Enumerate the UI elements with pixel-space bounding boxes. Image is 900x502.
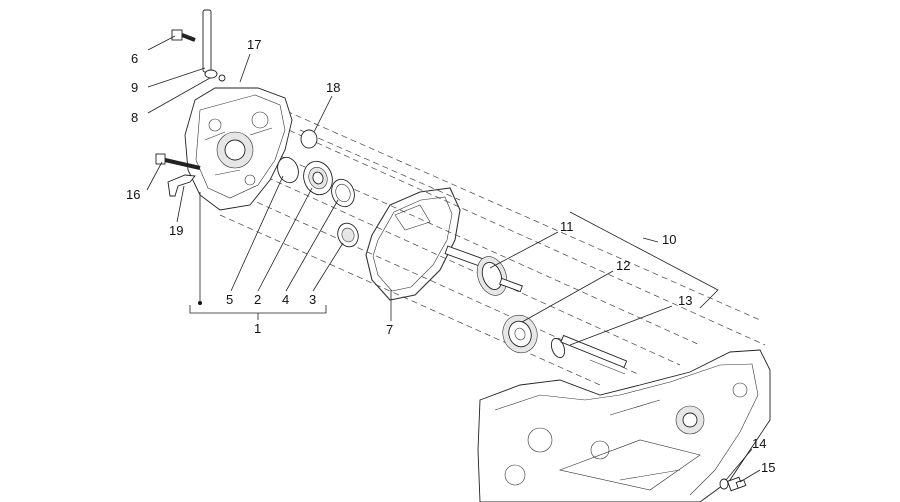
callout-1: 1 [254, 321, 261, 336]
gear-12 [502, 314, 538, 354]
callout-17: 17 [247, 37, 261, 52]
callout-15: 15 [761, 460, 775, 475]
leader-lines [146, 35, 761, 483]
callout-14: 14 [752, 436, 766, 451]
callout-10: 10 [662, 232, 676, 247]
callout-9: 9 [131, 80, 138, 95]
callout-19: 19 [169, 223, 183, 238]
callout-3: 3 [309, 292, 316, 307]
callout-7: 7 [386, 322, 393, 337]
callout-12: 12 [616, 258, 630, 273]
callout-13: 13 [678, 293, 692, 308]
gasket [365, 187, 461, 301]
callout-5: 5 [226, 292, 233, 307]
bearing-3 [337, 222, 359, 248]
callout-labels: 1 2 3 4 5 6 7 8 9 10 11 12 13 14 15 16 1… [126, 37, 775, 475]
transmission-cover [184, 87, 293, 211]
shaft-11 [444, 245, 523, 296]
callout-11: 11 [560, 219, 574, 234]
oil-seal-4 [331, 178, 355, 208]
callout-4: 4 [282, 292, 289, 307]
plug-cap [300, 129, 318, 149]
shaft-13 [550, 334, 628, 375]
dipstick [202, 9, 226, 82]
callout-6: 6 [131, 51, 138, 66]
bolt-6 [171, 29, 196, 42]
assembly-axis-lines [219, 94, 766, 386]
bearing-2 [303, 160, 333, 196]
crankcase [477, 349, 771, 502]
callout-8: 8 [131, 110, 138, 125]
callout-16: 16 [126, 187, 140, 202]
washer-14 [719, 478, 729, 490]
callout-18: 18 [326, 80, 340, 95]
clip-19 [167, 174, 196, 197]
callout-2: 2 [254, 292, 261, 307]
